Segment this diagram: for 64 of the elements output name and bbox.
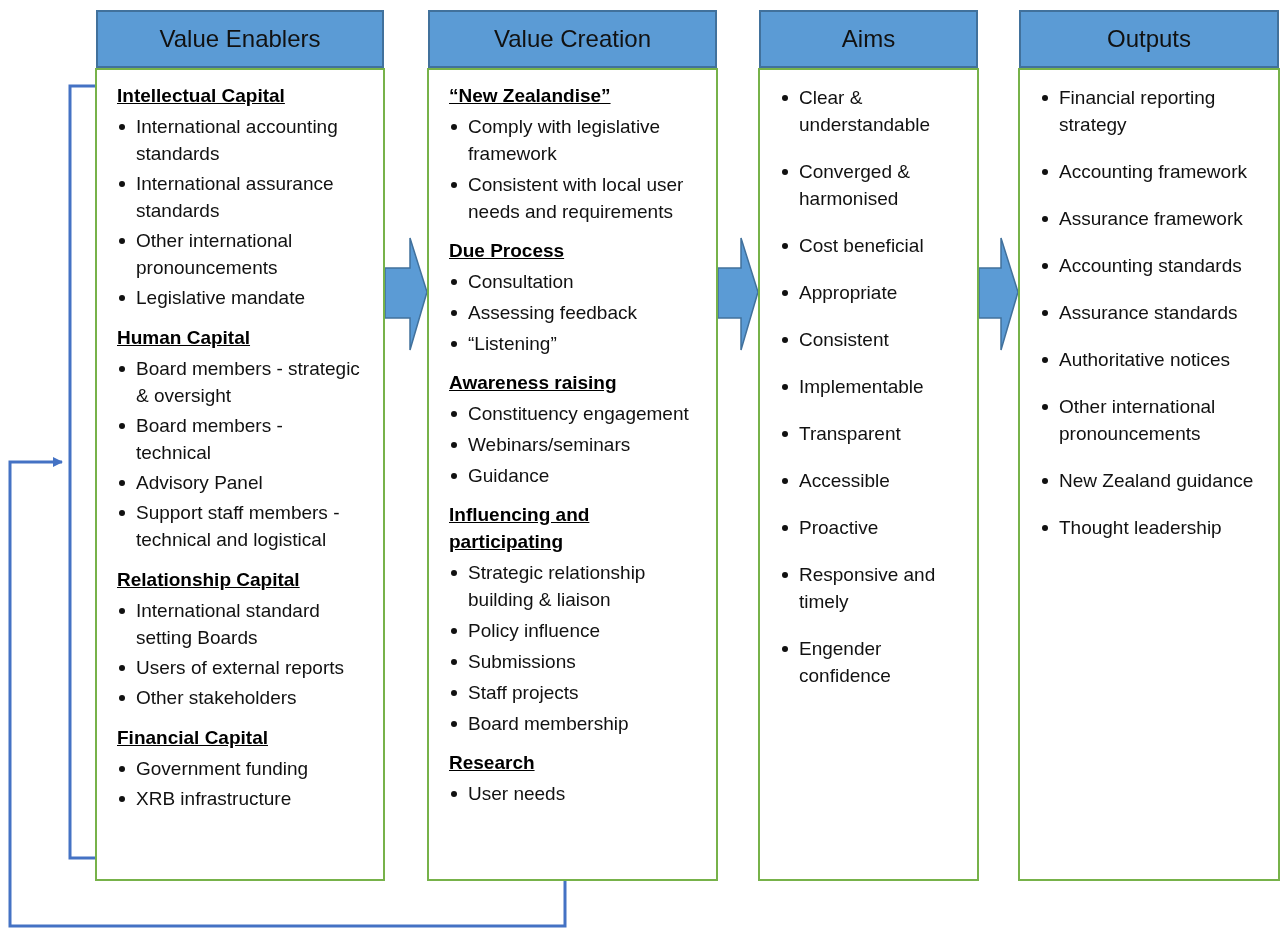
bullet-item: Board members - strategic & oversight (136, 358, 360, 406)
bullet-item: Government funding (136, 758, 309, 779)
bullet-item: Legislative mandate (136, 287, 305, 308)
feedback-arrow (8, 457, 567, 928)
bullet-item: International assurance standards (136, 173, 334, 221)
bullet-item: Proactive (799, 517, 879, 538)
bullet-item: Other international pronouncements (136, 230, 293, 278)
bullet-item: Cost beneficial (799, 235, 924, 256)
bullet-item: Implementable (799, 376, 924, 397)
bullet-item: Consultation (468, 271, 574, 292)
block-arrow (978, 237, 1019, 351)
bullet-item: International standard setting Boards (136, 600, 320, 648)
section-heading: Influencing and participating (449, 503, 591, 554)
block-arrow (384, 237, 428, 351)
bullet-item: Appropriate (799, 282, 898, 303)
bullet-item: New Zealand guidance (1059, 470, 1254, 491)
bullet-item: Clear & understandable (799, 87, 930, 135)
bullet-item: Thought leadership (1059, 517, 1222, 538)
bullet-item: Authoritative notices (1059, 349, 1231, 370)
bullet-item: Support staff members - technical and logistical (136, 502, 340, 550)
bullet-item: Constituency engagement (468, 403, 689, 424)
bullet-item: Staff projects (468, 682, 579, 703)
block-arrow (717, 237, 759, 351)
bullet-item: Assurance framework (1059, 208, 1243, 229)
section-heading: Awareness raising (449, 371, 618, 395)
bullet-item: Transparent (799, 423, 901, 444)
bullet-item: XRB infrastructure (136, 788, 292, 809)
bullet-item: Engender confidence (799, 638, 891, 686)
bullet-item: Webinars/seminars (468, 434, 631, 455)
bullet-item: Financial reporting strategy (1059, 87, 1216, 135)
bullet-item: Assessing feedback (468, 302, 637, 323)
column-header: Value Enablers (96, 10, 384, 68)
bullet-item: Other international pronouncements (1059, 396, 1216, 444)
bullet-item: Consistent (799, 329, 889, 350)
bullet-item: User needs (468, 783, 566, 804)
bullet-item: Consistent with local user needs and requirements (468, 174, 684, 222)
bullet-item: Board members - technical (136, 415, 283, 463)
section-heading: Due Process (449, 239, 566, 263)
column-header: Outputs (1019, 10, 1279, 68)
bullet-item: International accounting standards (136, 116, 338, 164)
section-heading: “New Zealandise” (449, 84, 612, 108)
section-heading: Research (449, 751, 536, 775)
bullet-item: Users of external reports (136, 657, 345, 678)
column-header: Aims (759, 10, 978, 68)
section-heading: Relationship Capital (117, 568, 301, 592)
bullet-item: Policy influence (468, 620, 601, 641)
bullet-item: Converged & harmonised (799, 161, 910, 209)
bullet-item: Accounting standards (1059, 255, 1242, 276)
section-heading: Human Capital (117, 326, 252, 350)
bullet-item: Accessible (799, 470, 890, 491)
bullet-item: Board membership (468, 713, 629, 734)
bullet-item: Guidance (468, 465, 550, 486)
bullet-item: Responsive and timely (799, 564, 936, 612)
bullet-item: Submissions (468, 651, 576, 672)
bullet-item: Accounting framework (1059, 161, 1247, 182)
bullet-item: Other stakeholders (136, 687, 297, 708)
section-heading: Intellectual Capital (117, 84, 286, 108)
bullet-item: Assurance standards (1059, 302, 1238, 323)
bullet-item: Advisory Panel (136, 472, 263, 493)
bullet-item: Comply with legislative framework (468, 116, 661, 164)
section-heading: Financial Capital (117, 726, 269, 750)
bullet-item: “Listening” (468, 333, 557, 354)
column-header: Value Creation (428, 10, 717, 68)
bullet-item: Strategic relationship building & liaison (468, 562, 646, 610)
